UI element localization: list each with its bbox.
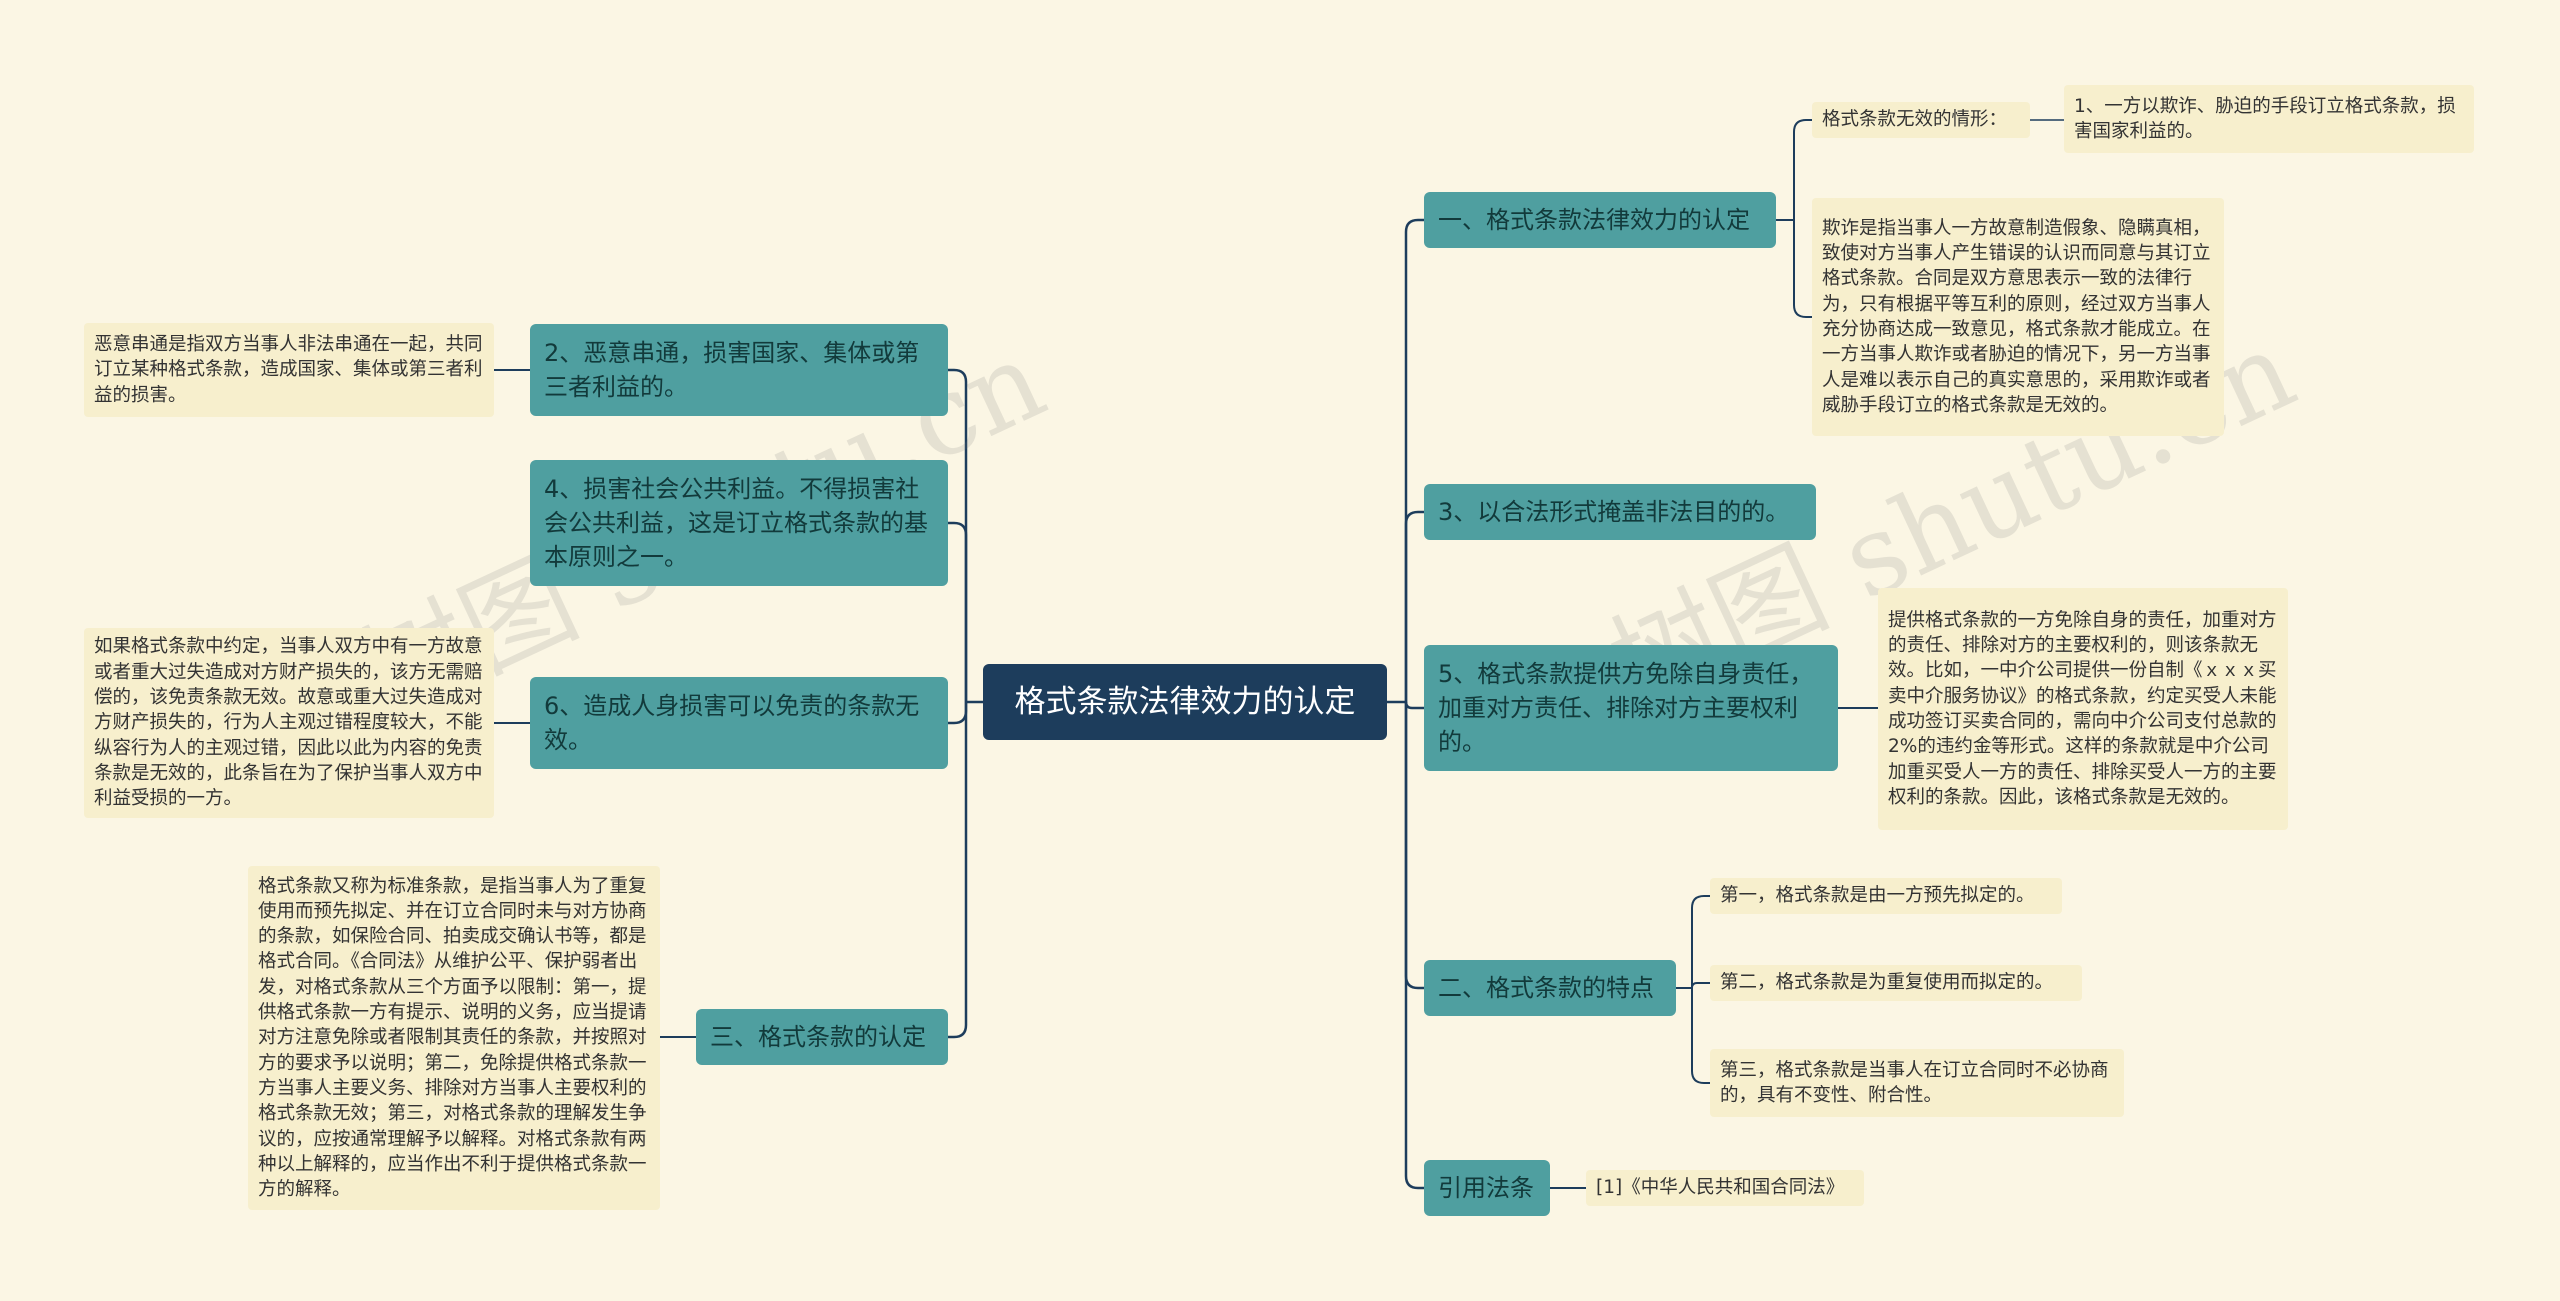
branch-left-4[interactable]: 三、格式条款的认定: [696, 1009, 948, 1065]
leaf-node[interactable]: 1、一方以欺诈、胁迫的手段订立格式条款，损害国家利益的。: [2064, 85, 2474, 153]
connector-line: [1793, 119, 1812, 220]
leaf-label: 恶意串通是指双方当事人非法串通在一起，共同订立某种格式条款，造成国家、集体或第三…: [94, 334, 483, 406]
leaf-node[interactable]: 格式条款又称为标准条款，是指当事人为了重复使用而预先拟定、并在订立合同时未与对方…: [248, 866, 660, 1210]
connector-line: [948, 702, 968, 1039]
leaf-label: 欺诈是指当事人一方故意制造假象、隐瞒真相，致使对方当事人产生错误的认识而同意与其…: [1822, 217, 2211, 416]
leaf-node[interactable]: 第二，格式条款是为重复使用而拟定的。: [1710, 965, 2082, 1001]
connector-line: [1793, 220, 1812, 318]
branch-label: 一、格式条款法律效力的认定: [1438, 206, 1750, 234]
connector-line: [948, 521, 968, 702]
leaf-label: 格式条款无效的情形：: [1822, 109, 2008, 131]
leaf-node[interactable]: 如果格式条款中约定，当事人双方中有一方故意或者重大过失造成对方财产损失的，该方无…: [84, 628, 494, 818]
connector-line: [1691, 988, 1710, 1084]
connector-line: [1691, 895, 1710, 988]
leaf-label: 第二，格式条款是为重复使用而拟定的。: [1720, 972, 2054, 994]
root-topic-label: 格式条款法律效力的认定: [1014, 684, 1356, 720]
branch-label: 5、格式条款提供方免除自身责任，加重对方责任、排除对方主要权利的。: [1438, 660, 1814, 756]
branch-right-2[interactable]: 3、以合法形式掩盖非法目的的。: [1424, 484, 1816, 540]
branch-right-5[interactable]: 引用法条: [1424, 1160, 1550, 1216]
leaf-label: 第三，格式条款是当事人在订立合同时不必协商的，具有不变性、附合性。: [1720, 1059, 2109, 1106]
connector-line: [1691, 982, 1710, 989]
leaf-label: 第一，格式条款是由一方预先拟定的。: [1720, 885, 2035, 907]
connector-line: [1404, 702, 1424, 1190]
branch-right-3[interactable]: 5、格式条款提供方免除自身责任，加重对方责任、排除对方主要权利的。: [1424, 645, 1838, 771]
leaf-label: 如果格式条款中约定，当事人双方中有一方故意或者重大过失造成对方财产损失的，该方无…: [94, 636, 483, 810]
connector-line: [1404, 218, 1424, 702]
leaf-node[interactable]: 第一，格式条款是由一方预先拟定的。: [1710, 878, 2062, 914]
connector-line: [948, 702, 968, 725]
leaf-label: [1]《中华人民共和国合同法》: [1596, 1177, 1845, 1199]
branch-label: 三、格式条款的认定: [710, 1023, 926, 1051]
leaf-node[interactable]: 格式条款无效的情形：: [1812, 102, 2030, 138]
branch-label: 二、格式条款的特点: [1438, 974, 1654, 1002]
leaf-label: 格式条款又称为标准条款，是指当事人为了重复使用而预先拟定、并在订立合同时未与对方…: [258, 875, 647, 1201]
leaf-node[interactable]: 欺诈是指当事人一方故意制造假象、隐瞒真相，致使对方当事人产生错误的认识而同意与其…: [1812, 198, 2224, 436]
branch-label: 6、造成人身损害可以免责的条款无效。: [544, 692, 920, 754]
branch-right-4[interactable]: 二、格式条款的特点: [1424, 960, 1676, 1016]
branch-label: 2、恶意串通，损害国家、集体或第三者利益的。: [544, 339, 920, 401]
branch-label: 引用法条: [1438, 1174, 1534, 1202]
branch-label: 4、损害社会公共利益。不得损害社会公共利益，这是订立格式条款的基本原则之一。: [544, 475, 928, 571]
connector-line: [1404, 701, 1424, 710]
leaf-label: 提供格式条款的一方免除自身的责任，加重对方的责任、排除对方的主要权利的，则该条款…: [1888, 609, 2277, 808]
connector-line: [948, 368, 968, 702]
branch-right-1[interactable]: 一、格式条款法律效力的认定: [1424, 192, 1776, 248]
leaf-node[interactable]: 第三，格式条款是当事人在订立合同时不必协商的，具有不变性、附合性。: [1710, 1049, 2124, 1117]
leaf-node[interactable]: 恶意串通是指双方当事人非法串通在一起，共同订立某种格式条款，造成国家、集体或第三…: [84, 323, 494, 417]
root-topic[interactable]: 格式条款法律效力的认定: [983, 664, 1387, 740]
branch-left-2[interactable]: 4、损害社会公共利益。不得损害社会公共利益，这是订立格式条款的基本原则之一。: [530, 460, 948, 586]
branch-left-1[interactable]: 2、恶意串通，损害国家、集体或第三者利益的。: [530, 324, 948, 416]
branch-left-3[interactable]: 6、造成人身损害可以免责的条款无效。: [530, 677, 948, 769]
leaf-label: 1、一方以欺诈、胁迫的手段订立格式条款，损害国家利益的。: [2074, 95, 2456, 142]
branch-label: 3、以合法形式掩盖非法目的的。: [1438, 498, 1790, 526]
leaf-node[interactable]: 提供格式条款的一方免除自身的责任，加重对方的责任、排除对方的主要权利的，则该条款…: [1878, 588, 2288, 830]
connector-line: [1404, 510, 1424, 702]
connector-line: [1404, 702, 1424, 990]
leaf-node[interactable]: [1]《中华人民共和国合同法》: [1586, 1170, 1864, 1206]
